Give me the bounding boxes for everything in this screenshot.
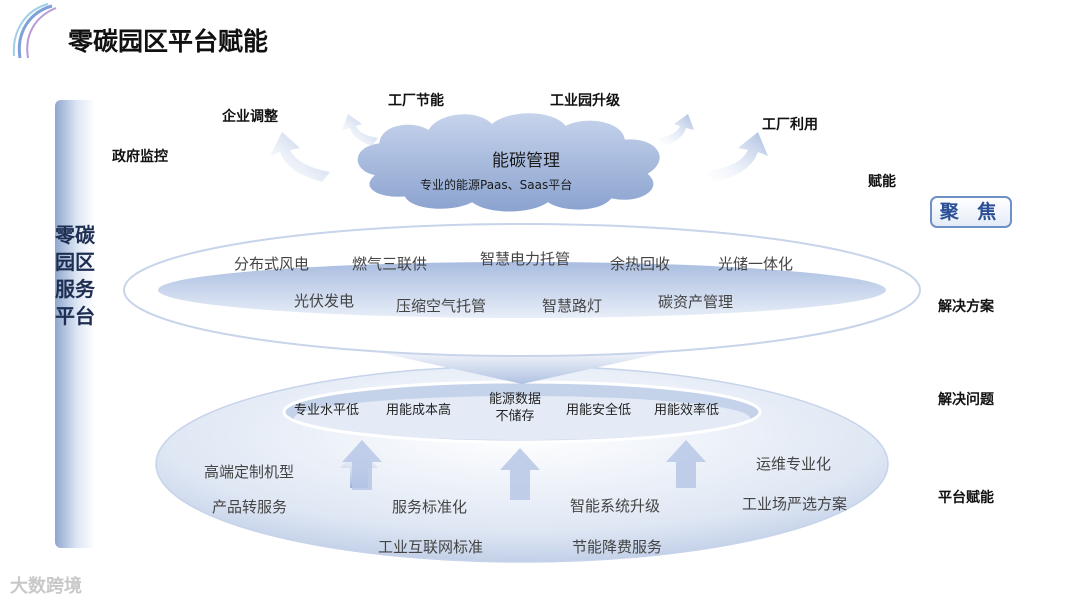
solution-item: 智慧电力托管 <box>480 250 571 268</box>
focus-badge: 聚 焦 <box>930 196 1012 228</box>
cloud-shape <box>354 110 663 215</box>
curve-arrow-park <box>658 114 694 146</box>
logo-swoosh-icon <box>12 3 57 59</box>
solution-item: 分布式风电 <box>234 255 310 273</box>
output-enterprise: 企业调整 <box>222 109 278 125</box>
problem-item: 专业水平低 <box>294 403 360 418</box>
platform-item: 节能降费服务 <box>572 538 663 556</box>
solution-item: 燃气三联供 <box>352 255 428 273</box>
curve-arrow-gov <box>270 132 330 182</box>
problem-item: 用能效率低 <box>654 403 720 418</box>
solution-item: 智慧路灯 <box>542 297 603 315</box>
sidebar-panel: 零碳园区服务平台 <box>55 100 95 548</box>
solution-item: 光储一体化 <box>718 255 794 273</box>
output-factory-saving: 工厂节能 <box>388 93 444 109</box>
platform-item: 高端定制机型 <box>204 463 295 481</box>
solutions-ellipse-inner <box>158 262 886 318</box>
solutions-label: 解决方案 <box>938 299 994 315</box>
watermark: 大数跨境 <box>10 576 82 597</box>
up-arrow-1 <box>342 440 382 490</box>
cloud-title: 能碳管理 <box>492 151 560 171</box>
output-empower: 赋能 <box>868 174 896 190</box>
up-arrow-2 <box>500 448 540 500</box>
problems-label: 解决问题 <box>938 392 994 408</box>
solution-item: 光伏发电 <box>294 292 355 310</box>
problem-item: 用能安全低 <box>566 403 632 418</box>
platform-item: 工业场严选方案 <box>742 495 848 513</box>
sidebar-label: 零碳园区服务平台 <box>55 223 95 328</box>
cloud-subtitle: 专业的能源Paas、Saas平台 <box>420 178 573 192</box>
problem-item: 用能成本高 <box>386 403 452 418</box>
problem-item: 能源数据不储存 <box>488 392 541 424</box>
platform-item: 服务标准化 <box>392 498 468 516</box>
output-government: 政府监控 <box>112 149 168 165</box>
output-factory-use: 工厂利用 <box>762 117 818 133</box>
page-title: 零碳园区平台赋能 <box>68 27 269 56</box>
platform-label: 平台赋能 <box>938 490 994 506</box>
platform-item: 产品转服务 <box>212 498 288 516</box>
solution-item: 余热回收 <box>610 255 671 273</box>
platform-item: 运维专业化 <box>756 455 832 473</box>
up-arrow-3 <box>666 440 706 488</box>
solution-item: 压缩空气托管 <box>396 297 487 315</box>
solution-item: 碳资产管理 <box>658 293 734 311</box>
curve-arrow-enterprise <box>342 114 378 146</box>
curve-arrow-factory <box>706 132 768 182</box>
output-park-upgrade: 工业园升级 <box>550 93 620 109</box>
platform-item: 智能系统升级 <box>570 497 661 515</box>
platform-item: 工业互联网标准 <box>378 538 484 556</box>
